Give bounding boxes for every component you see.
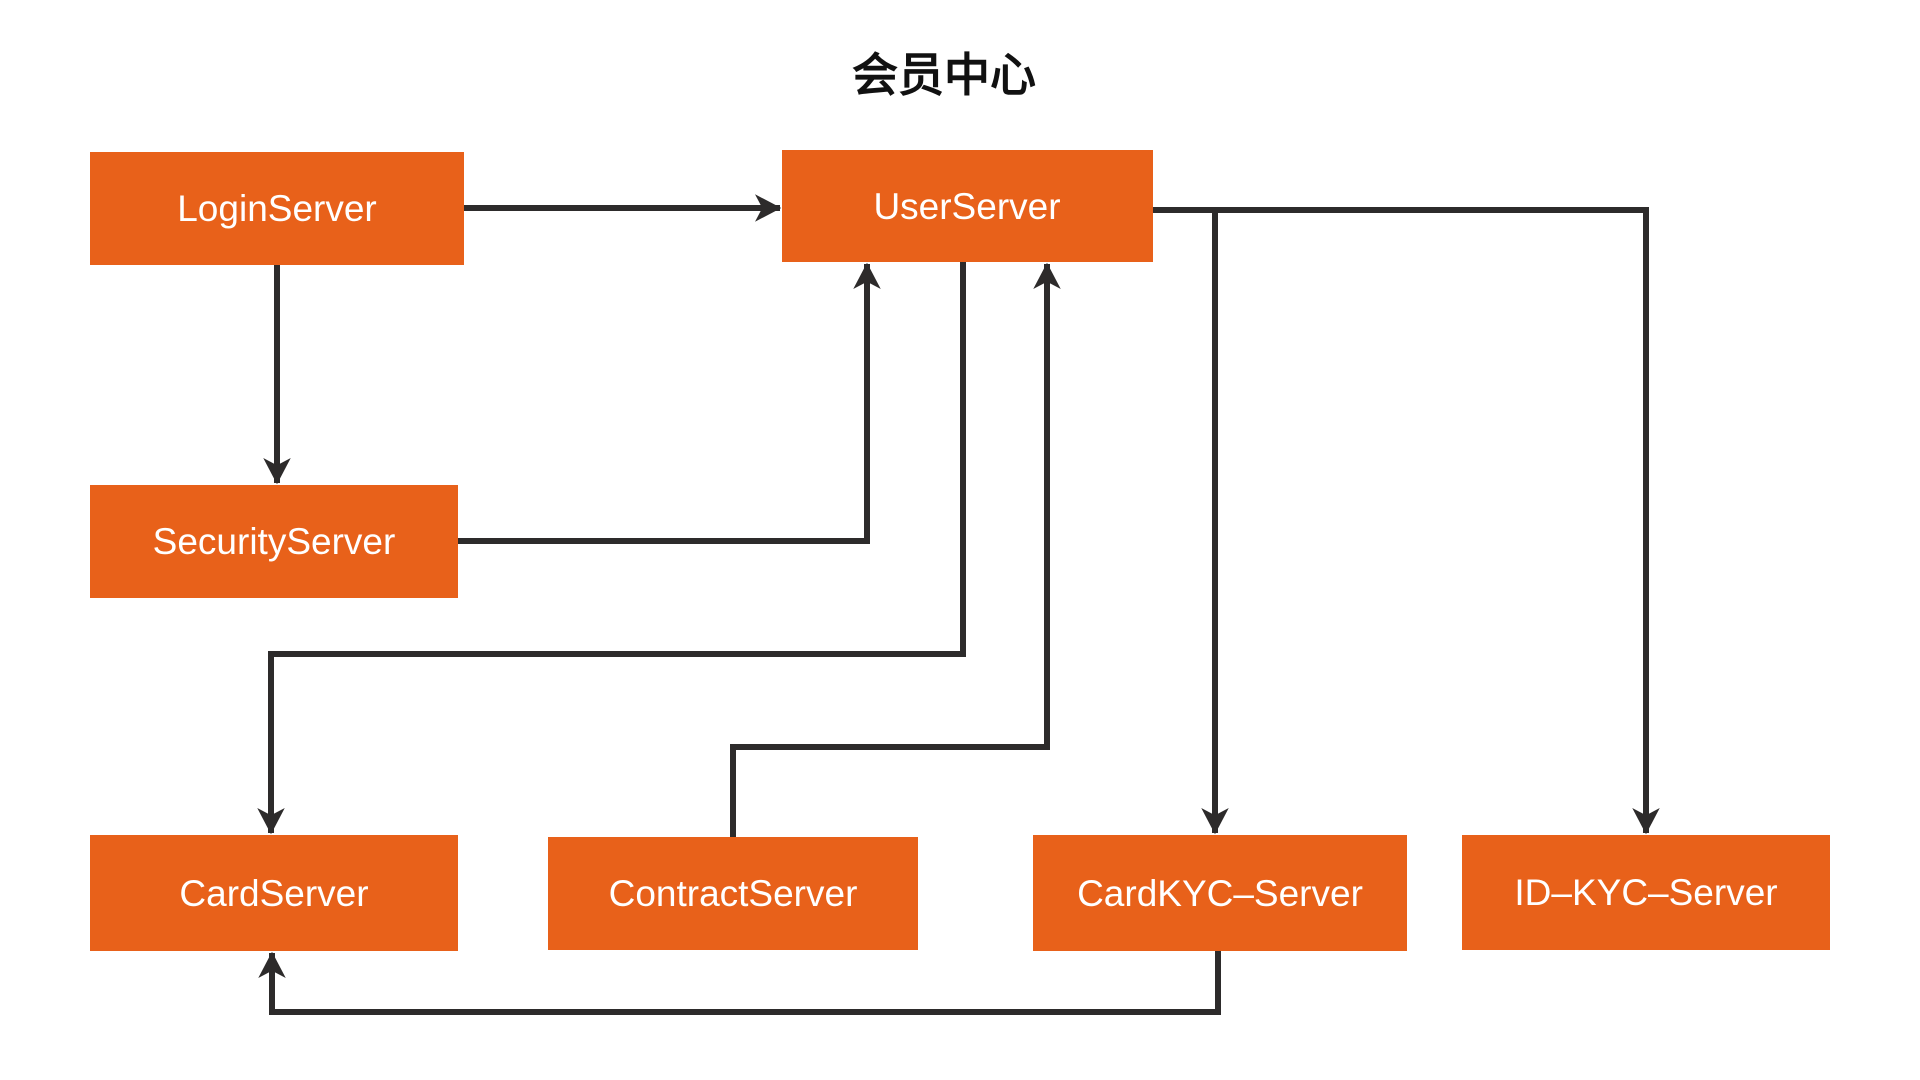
node-label: CardKYC–Server — [1077, 873, 1363, 914]
node-label: LoginServer — [177, 188, 377, 229]
node-label: UserServer — [873, 186, 1060, 227]
node-contract-server: ContractServer — [548, 837, 918, 950]
edge-contractserver-to-userserver — [730, 262, 1061, 837]
node-box — [90, 152, 464, 265]
node-label: ContractServer — [609, 873, 858, 914]
node-cardkyc-server: CardKYC–Server — [1033, 835, 1407, 951]
node-label: CardServer — [179, 873, 368, 914]
node-label: SecurityServer — [153, 521, 396, 562]
node-box — [548, 837, 918, 950]
edge-cardkycserver-to-cardserver — [258, 951, 1221, 1015]
diagram-title: 会员中心 — [852, 49, 1036, 101]
node-box — [90, 835, 458, 951]
node-box — [90, 485, 458, 598]
edge-userserver-to-cardserver — [257, 262, 966, 835]
node-login-server: LoginServer — [90, 152, 464, 265]
edge-userserver-to-idkycserver — [1152, 207, 1660, 835]
node-user-server: UserServer — [782, 150, 1153, 262]
node-security-server: SecurityServer — [90, 485, 458, 598]
node-id-kyc-server: ID–KYC–Server — [1462, 835, 1830, 950]
edge-securityserver-to-userserver — [458, 262, 881, 544]
node-box — [782, 150, 1153, 262]
node-label: ID–KYC–Server — [1514, 872, 1777, 913]
node-box — [1462, 835, 1830, 950]
node-card-server: CardServer — [90, 835, 458, 951]
node-box — [1033, 835, 1407, 951]
